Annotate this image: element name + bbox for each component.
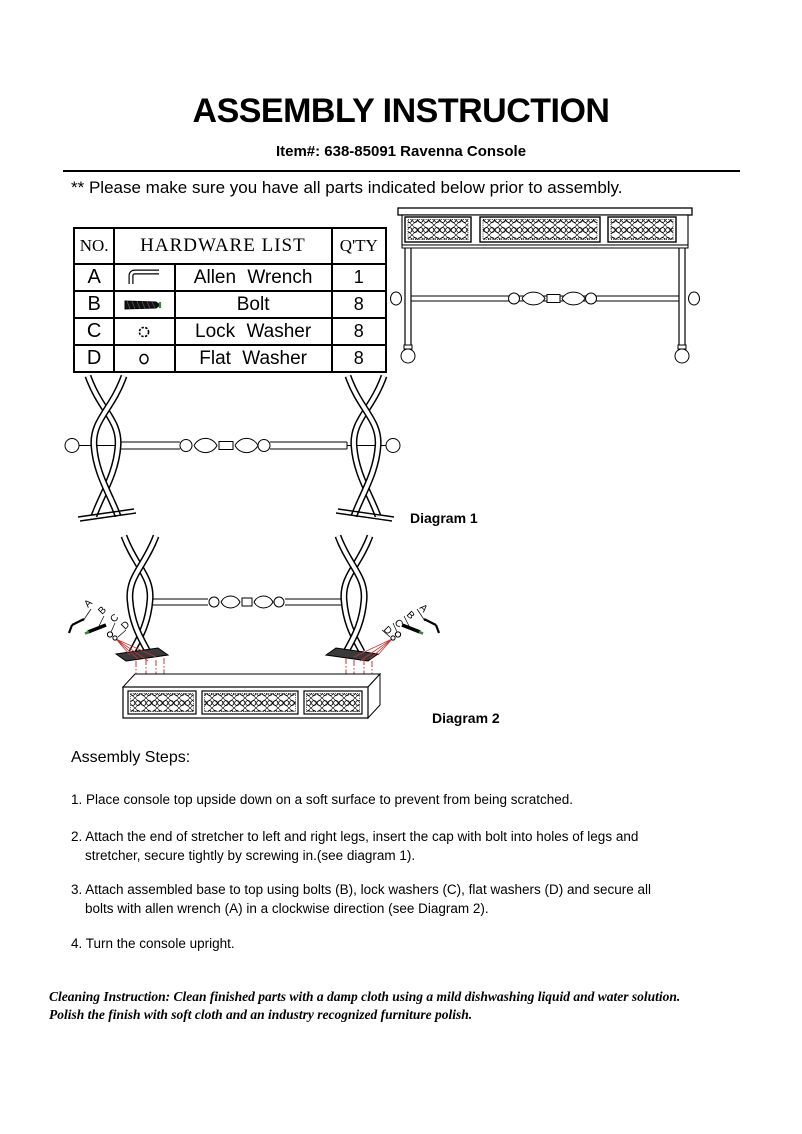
flat-washer-icon <box>390 635 396 641</box>
row-letter: C <box>72 317 116 346</box>
col-header-qty: Q'TY <box>330 227 388 265</box>
assembly-step: 4. Turn the console upright. <box>71 934 235 953</box>
lock-washer-icon <box>115 324 173 340</box>
part-name: Bolt <box>173 290 333 319</box>
assembly-step: 1. Place console top upside down on a so… <box>71 790 573 809</box>
diagram1-left-leg <box>77 374 137 522</box>
bolt-tip-green-mark <box>84 630 90 635</box>
diagram2-hardware-right: D C B A <box>381 602 441 641</box>
diagram2-hardware-left: A B C D <box>67 597 132 641</box>
hardware-table-header: NO. HARDWARE LIST Q'TY <box>72 227 388 265</box>
diagram1-right-leg <box>335 374 395 522</box>
console-front-view-drawing <box>390 207 700 364</box>
bolt-icon <box>87 623 107 634</box>
part-qty: 8 <box>330 344 388 373</box>
part-qty: 8 <box>330 317 388 346</box>
part-name: Lock Washer <box>173 317 333 346</box>
row-letter: B <box>72 290 116 319</box>
part-name: Allen Wrench <box>173 263 333 292</box>
diagram2-left-leg <box>114 534 170 662</box>
assembly-steps-heading: Assembly Steps: <box>71 749 191 766</box>
assembly-step: 3. Attach assembled base to top using bo… <box>71 880 651 918</box>
row-letter: D <box>72 344 116 373</box>
callout-letter: B <box>96 604 109 617</box>
col-header-no: NO. <box>72 227 116 265</box>
header-divider <box>63 170 740 172</box>
lock-washer-icon <box>394 631 402 638</box>
diagram2-bolt-guides-right <box>345 638 393 685</box>
table-row: B Bolt 8 <box>72 290 388 319</box>
hardware-table: NO. HARDWARE LIST Q'TY A Allen Wrench 1 … <box>72 227 388 373</box>
part-qty: 1 <box>330 263 388 292</box>
diagram2-tabletop <box>121 672 382 720</box>
callout-letter: A <box>82 597 95 610</box>
table-row: A Allen Wrench 1 <box>72 263 388 292</box>
allen-wrench-icon <box>423 618 441 634</box>
part-qty: 8 <box>330 290 388 319</box>
bolt-icon <box>115 296 173 314</box>
bolt-tip-green-mark <box>418 630 424 635</box>
item-number: Item#: 638-85091 Ravenna Console <box>275 143 527 160</box>
table-row: C Lock Washer 8 <box>72 317 388 346</box>
diagram1-stretcher <box>64 437 401 454</box>
step-line: 4. Turn the console upright. <box>71 936 235 951</box>
diagram2-bolt-guides-left <box>115 638 165 685</box>
assembly-step: 2. Attach the end of stretcher to left a… <box>71 827 638 865</box>
table-row: D Flat Washer 8 <box>72 344 388 373</box>
console-tabletop <box>397 207 693 249</box>
flat-washer-icon <box>112 635 118 641</box>
part-name: Flat Washer <box>173 344 333 373</box>
console-legs <box>400 248 690 364</box>
diagram2-stretcher <box>150 595 344 609</box>
diagram2-right-leg <box>324 534 380 662</box>
col-header-hardware-list: HARDWARE LIST <box>113 227 333 265</box>
bolt-icon <box>401 623 421 634</box>
step-line: 2. Attach the end of stretcher to left a… <box>71 829 639 844</box>
diagram1-label: Diagram 1 <box>410 510 478 526</box>
console-stretcher <box>390 291 700 306</box>
step-line: 3. Attach assembled base to top using bo… <box>71 882 652 897</box>
step-line: 1. Place console top upside down on a so… <box>71 792 574 807</box>
cleaning-line: Polish the finish with soft cloth and an… <box>49 1007 473 1022</box>
diagram2-drawing: A B C D D C B A <box>67 534 441 720</box>
step-line: stretcher, secure tightly by screwing in… <box>85 848 416 863</box>
diagram2-label: Diagram 2 <box>432 710 500 726</box>
cleaning-instruction: Cleaning Instruction: Clean finished par… <box>49 988 761 1024</box>
diagram1-drawing <box>64 374 401 522</box>
flat-washer-icon <box>115 351 173 367</box>
step-line: bolts with allen wrench (A) in a clockwi… <box>85 901 489 916</box>
cleaning-line: Cleaning Instruction: Clean finished par… <box>49 989 681 1004</box>
allen-wrench-icon <box>115 268 173 288</box>
lock-washer-icon <box>106 631 114 638</box>
callout-letter: D <box>381 624 394 637</box>
parts-notice: ** Please make sure you have all parts i… <box>71 178 623 197</box>
allen-wrench-icon <box>67 618 85 634</box>
callout-letter: A <box>417 602 430 615</box>
row-letter: A <box>72 263 116 292</box>
page-title: ASSEMBLY INSTRUCTION <box>192 92 610 130</box>
